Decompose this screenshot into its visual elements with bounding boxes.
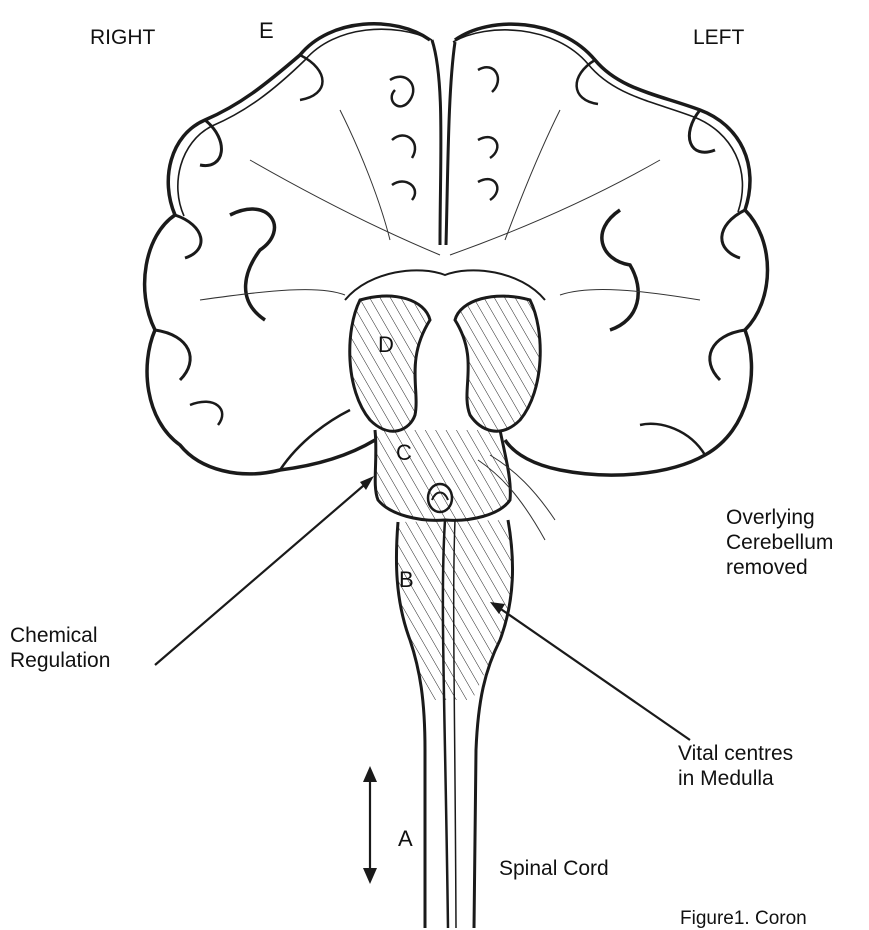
vital-centres-pointer — [495, 605, 690, 740]
overlying-line-1: Overlying — [726, 506, 833, 531]
spinal-cord-label: Spinal Cord — [499, 857, 609, 882]
overlying-cerebellum-label: Overlying Cerebellum removed — [726, 506, 833, 580]
orientation-left-label: LEFT — [693, 26, 744, 51]
vital-centres-line-2: in Medulla — [678, 767, 793, 792]
chemical-regulation-line-1: Chemical — [10, 624, 110, 649]
region-c-label: C — [396, 440, 412, 466]
figure-caption: Figure1. Coron — [680, 908, 807, 930]
chemical-regulation-line-2: Regulation — [10, 649, 110, 674]
chemical-regulation-label: Chemical Regulation — [10, 624, 110, 674]
overlying-line-3: removed — [726, 556, 833, 581]
chemical-regulation-pointer — [155, 480, 370, 665]
vital-centres-label: Vital centres in Medulla — [678, 742, 793, 792]
region-e-label: E — [259, 18, 274, 44]
region-d-label: D — [378, 332, 394, 358]
region-b-label: B — [399, 567, 414, 593]
overlying-line-2: Cerebellum — [726, 531, 833, 556]
region-d-shape — [350, 296, 430, 431]
vital-centres-line-1: Vital centres — [678, 742, 793, 767]
region-a-label: A — [398, 826, 413, 852]
orientation-right-label: RIGHT — [90, 26, 155, 51]
